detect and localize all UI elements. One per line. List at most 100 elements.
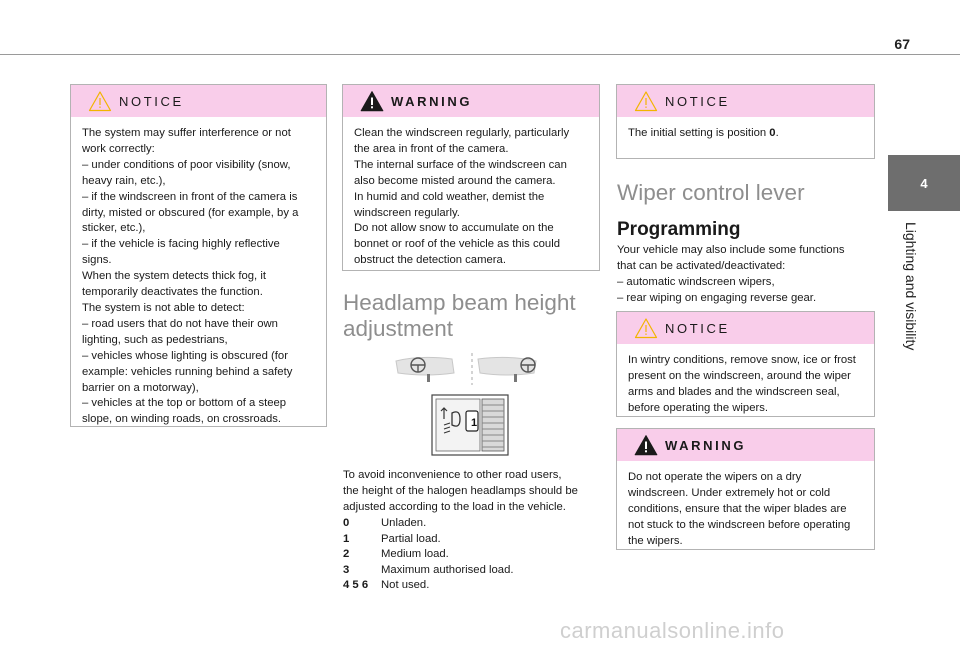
legend-key: 3	[343, 563, 350, 576]
text-run: .	[775, 127, 779, 139]
notice-title: NOTICE	[119, 93, 184, 109]
text-line: – if the windscreen in front of the came…	[82, 190, 298, 203]
text-line: Your vehicle may also include some funct…	[617, 244, 845, 256]
headlamp-adjuster-illustration	[395, 353, 537, 456]
legend-key: 0	[343, 517, 350, 529]
thumbwheel-ribs	[481, 398, 505, 452]
load-position-legend: 0 Unladen. 1 Partial load. 2 Medium load…	[343, 516, 514, 594]
text-line: – under conditions of poor visibility (s…	[82, 158, 291, 171]
notice-header: NOTICE	[617, 312, 874, 344]
legend-value: Maximum authorised load.	[381, 563, 514, 576]
text-line: The initial setting is position 0.	[628, 126, 863, 142]
text-line: windscreen regularly.	[354, 206, 460, 219]
text-line: arms and blades and the windscreen seal,	[628, 385, 840, 398]
legend-row: 3 Maximum authorised load.	[343, 563, 514, 579]
page-number: 67	[894, 36, 910, 52]
dashboard-right-icon	[477, 356, 537, 382]
legend-value: Medium load.	[381, 548, 449, 560]
text-line: example: vehicles running behind a safet…	[82, 365, 293, 378]
warning-box-camera: WARNING Clean the windscreen regularly, …	[342, 84, 600, 271]
headlamp-paragraph: To avoid inconvenience to other road use…	[343, 468, 598, 516]
wiper-paragraph: Your vehicle may also include some funct…	[617, 243, 875, 307]
heading-line: Headlamp beam height	[343, 290, 576, 315]
watermark: carmanualsonline.info	[560, 618, 785, 643]
text-line: – vehicles whose lighting is obscured (f…	[82, 349, 288, 362]
legend-value: Partial load.	[381, 532, 441, 545]
text-line: not stuck to the windscreen before opera…	[628, 518, 851, 531]
warning-outline-icon	[634, 91, 658, 112]
text-line: windscreen. Under extremely hot or cold	[628, 486, 831, 499]
warning-filled-icon	[360, 91, 384, 112]
notice-body: The system may suffer interference or no…	[71, 117, 326, 438]
warning-body: Clean the windscreen regularly, particul…	[343, 117, 599, 279]
legend-row: 2 Medium load.	[343, 547, 514, 563]
legend-row: 4 5 6 Not used.	[343, 578, 514, 594]
thumbwheel-switch	[431, 394, 509, 456]
chapter-tab[interactable]: 4	[888, 155, 960, 211]
text-line: slope, on winding roads, on crossroads.	[82, 413, 282, 426]
warning-body: Do not operate the wipers on a dry winds…	[617, 461, 874, 560]
warning-outline-icon	[634, 318, 658, 339]
text-line: obstruct the detection camera.	[354, 254, 506, 267]
text-line: work correctly:	[82, 142, 155, 155]
text-line: Clean the windscreen regularly, particul…	[354, 127, 570, 139]
warning-title: WARNING	[391, 93, 473, 109]
text-run: The initial setting is position	[628, 127, 770, 139]
section-heading-wiper: Wiper control lever	[617, 180, 805, 205]
text-line: When the system detects thick fog, it	[82, 270, 266, 283]
notice-box-wintry: NOTICE In wintry conditions, remove snow…	[616, 311, 875, 417]
warning-outline-icon	[88, 91, 112, 112]
text-line: lighting, such as pedestrians,	[82, 333, 228, 346]
text-line: – if the vehicle is facing highly reflec…	[82, 238, 280, 251]
text-line: temporarily deactivates the function.	[82, 286, 263, 299]
text-run-bold: 0	[769, 127, 776, 139]
text-line: the wipers.	[628, 534, 683, 547]
legend-key: 2	[343, 548, 350, 560]
legend-row: 1 Partial load.	[343, 532, 514, 548]
text-line: the height of the halogen headlamps shou…	[343, 484, 578, 497]
text-line: also become misted around the camera.	[354, 174, 556, 187]
text-line: before operating the wipers.	[628, 401, 769, 414]
text-line: In wintry conditions, remove snow, ice o…	[628, 354, 856, 366]
text-line: Do not operate the wipers on a dry	[628, 471, 802, 483]
text-line: The system may suffer interference or no…	[82, 127, 291, 139]
legend-value: Unladen.	[381, 517, 427, 529]
text-line: Do not allow snow to accumulate on the	[354, 222, 554, 235]
text-line: that can be activated/deactivated:	[617, 259, 786, 272]
text-line: To avoid inconvenience to other road use…	[343, 469, 562, 481]
header-rule	[0, 54, 960, 55]
text-line: barrier on a motorway),	[82, 381, 199, 394]
text-line: bonnet or roof of the vehicle as this co…	[354, 238, 560, 251]
notice-header: NOTICE	[71, 85, 326, 117]
warning-header: WARNING	[343, 85, 599, 117]
text-line: – road users that do not have their own	[82, 317, 278, 330]
section-heading-headlamp: Headlamp beam height adjustment	[343, 290, 576, 342]
text-line: – rear wiping on engaging reverse gear.	[617, 291, 817, 304]
subheading-programming: Programming	[617, 219, 741, 240]
text-line: adjusted according to the load in the ve…	[343, 500, 566, 513]
notice-box-interference: NOTICE The system may suffer interferenc…	[70, 84, 327, 427]
text-line: In humid and cold weather, demist the	[354, 190, 545, 203]
warning-title: WARNING	[665, 437, 747, 453]
text-line: sticker, etc.),	[82, 222, 146, 235]
notice-title: NOTICE	[665, 320, 730, 336]
heading-line: adjustment	[343, 316, 454, 341]
warning-header: WARNING	[617, 429, 874, 461]
notice-body: The initial setting is position 0.	[617, 117, 874, 152]
notice-body: In wintry conditions, remove snow, ice o…	[617, 344, 874, 427]
thumbwheel-position-label: 1	[470, 417, 478, 429]
chapter-label: Lighting and visibility	[903, 222, 919, 351]
warning-filled-icon	[634, 435, 658, 456]
legend-row: 0 Unladen.	[343, 516, 514, 532]
notice-title: NOTICE	[665, 93, 730, 109]
text-line: signs.	[82, 254, 112, 267]
warning-box-dry-windscreen: WARNING Do not operate the wipers on a d…	[616, 428, 875, 550]
dashboard-left-icon	[395, 356, 455, 382]
text-line: heavy rain, etc.),	[82, 174, 166, 187]
text-line: – vehicles at the top or bottom of a ste…	[82, 397, 287, 410]
text-line: – automatic windscreen wipers,	[617, 275, 775, 288]
text-line: present on the windscreen, around the wi…	[628, 369, 851, 382]
legend-key: 1	[343, 532, 350, 545]
text-line: The internal surface of the windscreen c…	[354, 158, 567, 171]
legend-key: 4 5 6	[343, 579, 369, 591]
